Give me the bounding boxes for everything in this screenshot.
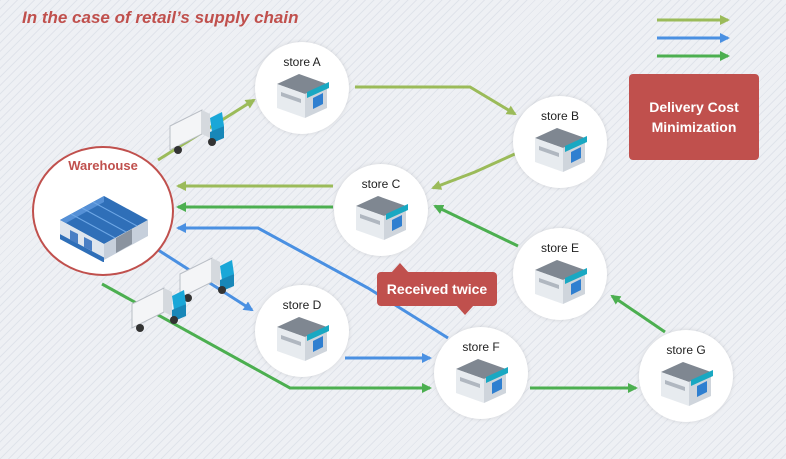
store-label-d: store D: [282, 298, 322, 312]
route-store-e-to-store-c: [433, 204, 519, 248]
store-label-f: store F: [462, 340, 500, 354]
store-node-g: store G: [639, 330, 733, 422]
route-store-g-to-store-e: [610, 294, 666, 334]
store-label-b: store B: [540, 109, 579, 123]
store-node-d: store D: [255, 285, 349, 377]
store-building-icon: [277, 74, 329, 118]
store-label-g: store G: [666, 343, 706, 357]
store-building-icon: [535, 128, 587, 172]
route-store-f-to-warehouse: [176, 223, 449, 340]
warehouse-building-icon: [60, 196, 148, 262]
warehouse-label: Warehouse: [68, 158, 138, 173]
store-label-c: store C: [361, 177, 401, 191]
warehouse-node: Warehouse: [32, 146, 174, 276]
store-node-a: store A: [255, 42, 349, 134]
store-building-icon: [356, 196, 408, 240]
route-warehouse-to-store-f: [101, 282, 432, 393]
store-node-b: store B: [513, 96, 607, 188]
received-twice-callout: Received twice: [377, 263, 497, 315]
store-building-icon: [456, 359, 508, 403]
store-node-f: store F: [434, 327, 528, 419]
delivery-cost-callout: Delivery Cost Minimization: [629, 74, 759, 160]
route-store-a-to-store-b: [355, 85, 517, 116]
store-label-a: store A: [283, 55, 321, 69]
delivery-cost-text: Delivery Cost Minimization: [649, 99, 739, 135]
delivery-truck-icon: [131, 287, 186, 332]
delivery-truck-icon: [179, 257, 234, 302]
diagram-title: In the case of retail’s supply chain: [22, 8, 299, 27]
store-building-icon: [277, 317, 329, 361]
store-building-icon: [661, 362, 713, 406]
route-store-b-to-store-c: [431, 151, 518, 190]
store-node-e: store E: [513, 228, 607, 320]
delivery-truck-icon: [169, 109, 224, 154]
store-node-c: store C: [334, 164, 428, 256]
store-building-icon: [535, 260, 587, 304]
store-label-e: store E: [540, 241, 579, 255]
